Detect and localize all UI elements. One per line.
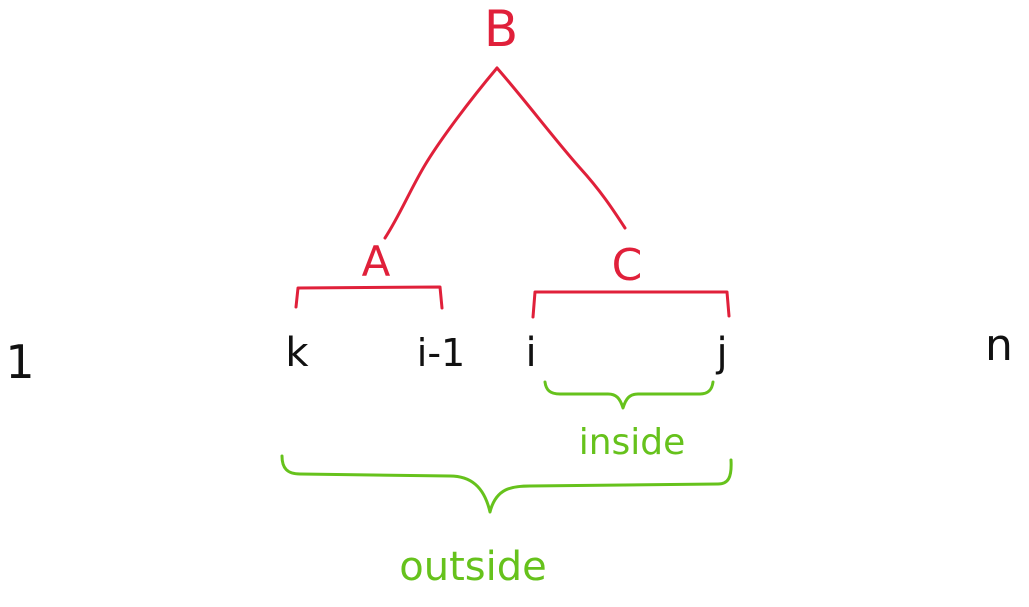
index-i-minus-1-label: i-1 — [417, 331, 465, 375]
inside-label: inside — [579, 422, 686, 463]
node-a-label: A — [362, 237, 391, 286]
index-k-label: k — [285, 330, 309, 376]
outside-label: outside — [399, 544, 546, 590]
index-start-label: 1 — [5, 335, 34, 389]
node-c-label: C — [612, 240, 643, 291]
inside-brace — [543, 380, 715, 410]
index-i-label: i — [525, 330, 536, 376]
span-bracket-a — [294, 285, 444, 310]
node-b-label: B — [484, 0, 518, 58]
index-end-label: n — [985, 320, 1013, 371]
edge-b-to-c — [495, 66, 627, 230]
span-bracket-c — [531, 290, 731, 319]
edge-b-to-a — [383, 66, 499, 240]
index-j-label: j — [715, 330, 727, 376]
outside-brace — [280, 454, 733, 514]
